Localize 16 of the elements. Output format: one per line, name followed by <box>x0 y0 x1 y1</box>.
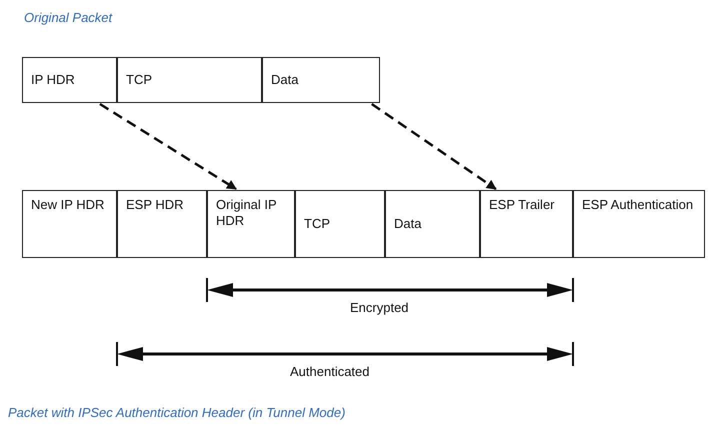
heading-text: Original Packet <box>24 10 112 25</box>
packet-field: IP HDR <box>22 57 117 103</box>
packet-field: ESP Trailer <box>480 190 573 258</box>
packet-field: Original IP HDR <box>207 190 295 258</box>
packet-field: ESP Authentication <box>573 190 705 258</box>
packet-field: TCP <box>117 57 262 103</box>
dimension-label: Encrypted <box>350 300 409 315</box>
packet-field: Data <box>385 190 480 258</box>
dimension-label: Authenticated <box>290 364 370 379</box>
caption-text: Packet with IPSec Authentication Header (in Tunnel Mode) <box>8 405 346 420</box>
packet-field: TCP <box>295 190 385 258</box>
packet-field: ESP HDR <box>117 190 207 258</box>
arrow <box>99 102 237 190</box>
packet-field: New IP HDR <box>22 190 117 258</box>
arrow <box>371 102 497 190</box>
packet-field: Data <box>262 57 380 103</box>
